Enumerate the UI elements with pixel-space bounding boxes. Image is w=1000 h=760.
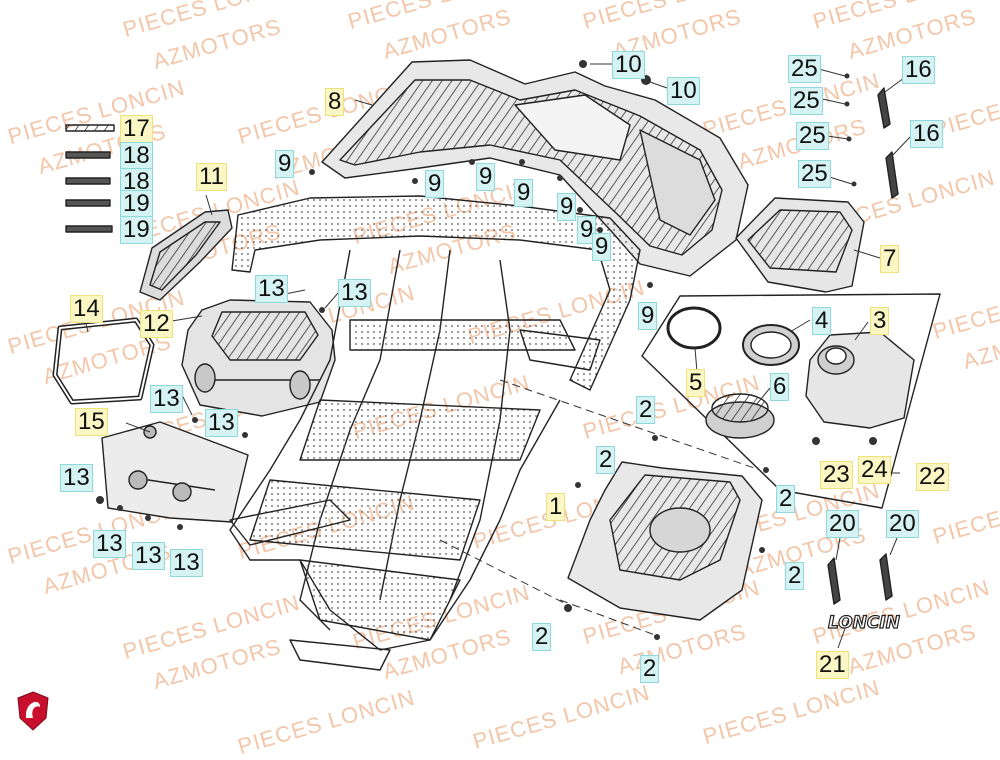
heat-shield [101,421,249,523]
callout-9: 9 [557,193,577,221]
callout-10: 10 [667,77,700,105]
callout-9: 9 [592,233,612,261]
front-rack [321,59,749,277]
fuel-tank-group-outline [641,293,941,509]
callout-9: 9 [425,170,445,198]
callout-23: 23 [820,461,853,489]
callout-13: 13 [132,542,165,570]
callout-9: 9 [275,150,295,178]
callout-25: 25 [796,122,829,150]
filter-gasket [52,317,155,405]
callout-2: 2 [776,485,796,513]
callout-25: 25 [790,87,823,115]
callout-13: 13 [93,530,126,558]
clip [877,87,891,129]
callout-20: 20 [826,510,859,538]
callout-13: 13 [255,275,288,303]
callout-8: 8 [325,88,345,116]
callout-9: 9 [476,163,496,191]
callout-21: 21 [816,651,849,679]
side-reflector [139,209,233,301]
callout-13: 13 [170,549,203,577]
callout-16: 16 [910,120,943,148]
assembly-dashed-lines [439,379,761,636]
air-filter-box [181,299,336,417]
trim-strip [65,177,111,185]
callout-9: 9 [514,179,534,207]
rear-fender [567,461,763,621]
callout-2: 2 [785,562,805,590]
trim-strip [65,199,111,207]
callout-5: 5 [686,369,706,397]
callout-2: 2 [636,396,656,424]
callout-7: 7 [880,245,900,273]
callout-1: 1 [546,493,566,521]
clip [885,151,899,199]
callout-16: 16 [902,56,935,84]
callout-22: 22 [916,463,949,491]
callout-17: 17 [120,115,153,143]
clip [827,557,841,605]
fuel-cap [705,393,775,439]
trim-strip [65,151,111,159]
trim-strip [65,124,115,132]
callout-18: 18 [120,142,153,170]
callout-11: 11 [196,163,227,191]
fuel-tank [805,331,915,429]
callout-13: 13 [150,385,183,413]
callout-3: 3 [870,307,890,335]
callout-2: 2 [532,623,552,651]
seal-ring [666,306,722,350]
callout-24: 24 [858,456,891,484]
exploded-view-drawing: LONCIN [52,59,941,671]
callout-10: 10 [612,51,645,79]
clip [879,553,893,601]
callout-13: 13 [205,409,238,437]
loncin-decal: LONCIN [828,613,900,633]
callout-6: 6 [770,373,790,401]
callout-9: 9 [577,216,597,244]
callout-9: 9 [638,302,658,330]
storage-lid [735,197,865,293]
callout-13: 13 [338,279,371,307]
callout-12: 12 [140,310,173,338]
callout-13: 13 [60,464,93,492]
azmotors-logo-badge-icon [17,691,49,731]
callout-19: 19 [120,190,153,218]
callout-2: 2 [640,655,660,683]
trim-strip [65,225,113,233]
callout-14: 14 [70,295,103,323]
callout-4: 4 [812,307,832,335]
parts-diagram: PIECES LONCIN AZMOTORS PIECES LONCIN AZM… [5,0,1000,759]
callout-20: 20 [886,510,919,538]
filler-ring-inner [750,331,792,359]
chassis-frame [229,195,641,671]
callout-19: 19 [120,216,153,244]
callout-15: 15 [75,408,108,436]
callout-25: 25 [798,160,831,188]
callout-2: 2 [596,446,616,474]
callout-25: 25 [788,55,821,83]
